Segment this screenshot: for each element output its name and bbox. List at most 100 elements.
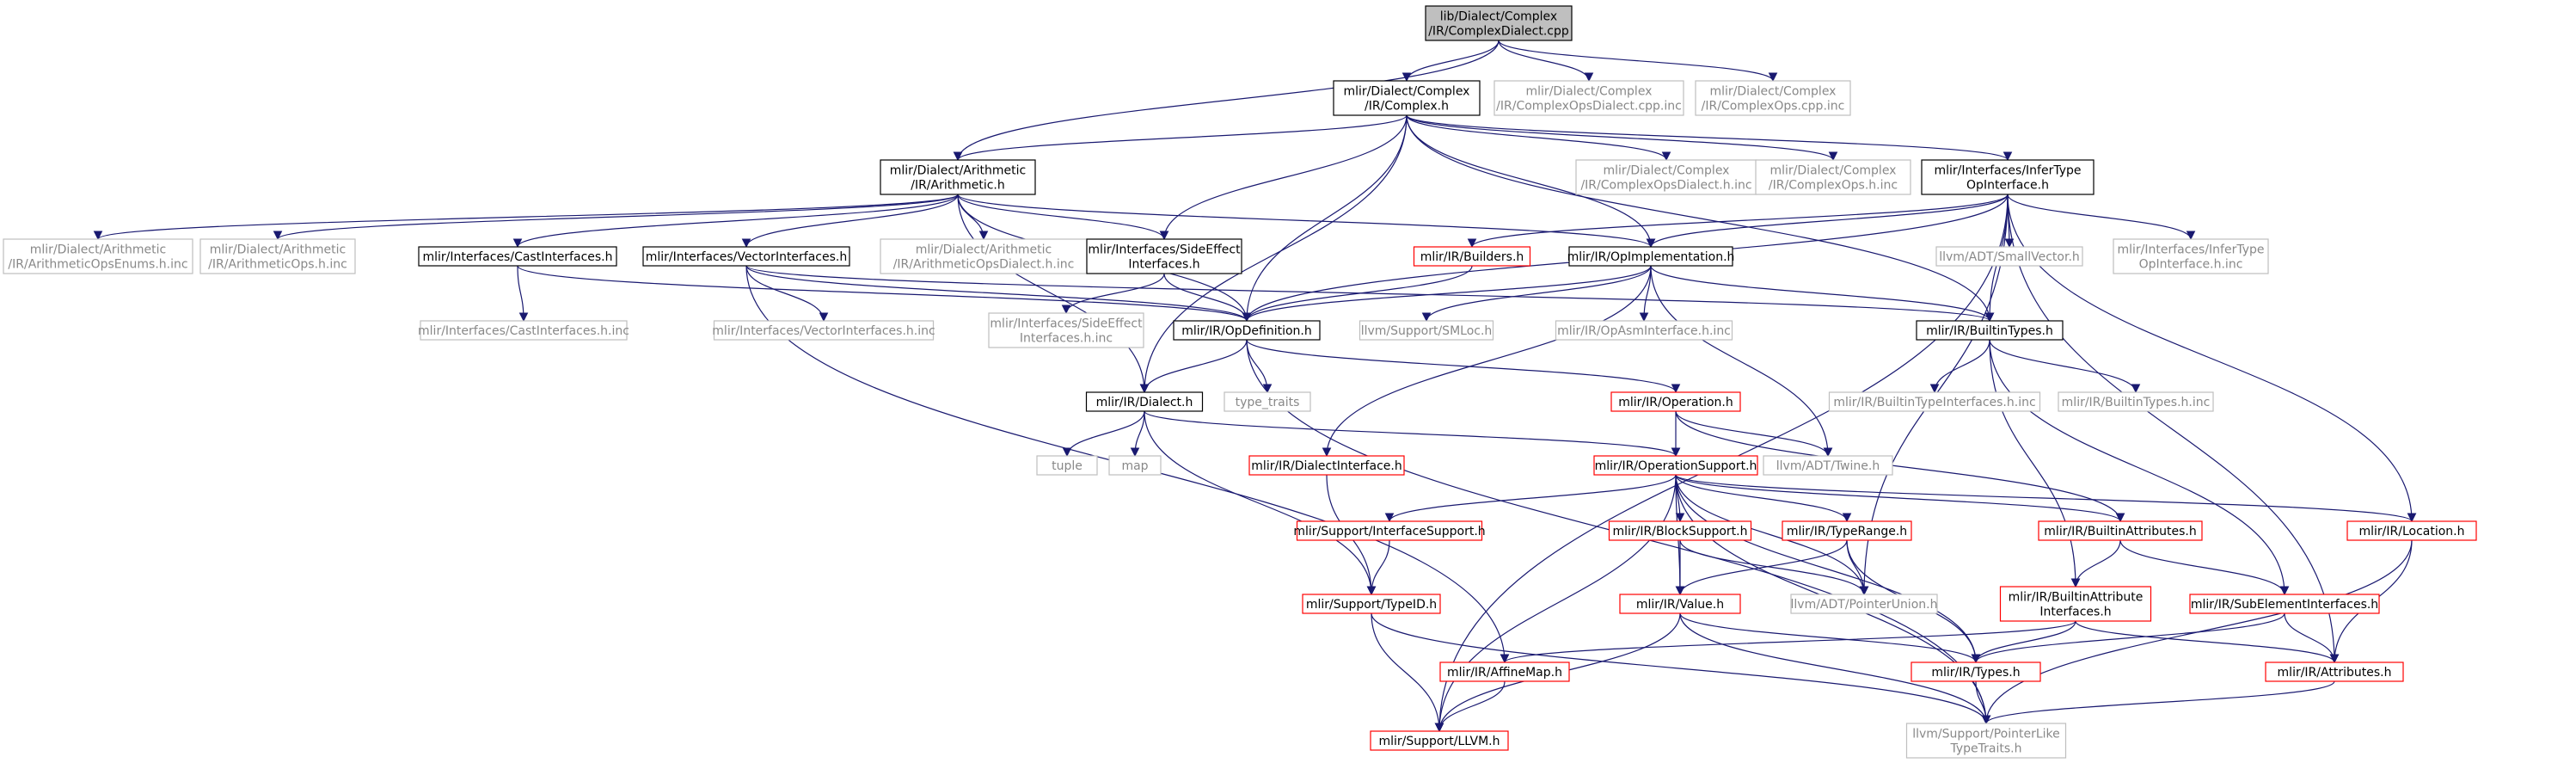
node-label: /IR/ComplexOps.cpp.inc — [1702, 100, 1845, 114]
edge-root-to-complex_h — [1401, 40, 1500, 83]
node-box — [2058, 391, 2214, 412]
node-box — [1085, 391, 1204, 412]
node-arith-dialect-inc[interactable]: mlir/Dialect/Arithmetic/IR/ArithmeticOps… — [880, 238, 1088, 274]
node-box — [199, 238, 356, 274]
node-arith-h[interactable]: mlir/Dialect/Arithmetic/IR/Arithmetic.h — [880, 159, 1036, 195]
node-label: mlir/IR/OperationSupport.h — [1595, 459, 1757, 473]
edge-vector_interfaces-to-op_definition — [745, 265, 1252, 323]
node-smloc[interactable]: llvm/Support/SMLoc.h — [1359, 320, 1494, 341]
node-type-traits[interactable]: type_traits — [1224, 391, 1311, 412]
node-op-impl[interactable]: mlir/IR/OpImplementation.h — [1567, 246, 1735, 267]
edge-op_impl-to-smloc — [1421, 265, 1652, 323]
node-label: mlir/IR/BuiltinTypes.h — [1926, 324, 2053, 338]
edge-op_definition-to-operation_h — [1246, 339, 1681, 394]
node-box — [1333, 80, 1481, 116]
node-op-asm-inc[interactable]: mlir/IR/OpAsmInterface.h.inc — [1555, 320, 1733, 341]
node-small-vector[interactable]: llvm/ADT/SmallVector.h — [1935, 246, 2083, 267]
edge-complex_h-to-arith_h — [953, 114, 1408, 162]
node-llvm-h[interactable]: mlir/Support/LLVM.h — [1370, 730, 1509, 751]
node-label: mlir/Dialect/Arithmetic — [890, 164, 1026, 178]
node-block-support[interactable]: mlir/IR/BlockSupport.h — [1608, 520, 1752, 541]
node-tuple[interactable]: tuple — [1036, 455, 1098, 476]
node-dialect-h[interactable]: mlir/IR/Dialect.h — [1085, 391, 1204, 412]
node-side-effect-inc[interactable]: mlir/Interfaces/SideEffectInterfaces.h.i… — [988, 312, 1144, 348]
node-vector-interfaces-inc[interactable]: mlir/Interfaces/VectorInterfaces.h.inc — [712, 320, 935, 341]
node-operation-support[interactable]: mlir/IR/OperationSupport.h — [1593, 455, 1758, 476]
node-type-range[interactable]: mlir/IR/TypeRange.h — [1782, 520, 1912, 541]
node-cast-interfaces[interactable]: mlir/Interfaces/CastInterfaces.h — [418, 246, 617, 267]
edge-op_impl-to-op_definition — [1242, 265, 1652, 323]
node-box — [2189, 594, 2380, 614]
node-arith-enums[interactable]: mlir/Dialect/Arithmetic/IR/ArithmeticOps… — [3, 238, 193, 274]
node-complex-h[interactable]: mlir/Dialect/Complex/IR/Complex.h — [1333, 80, 1481, 116]
node-label: mlir/Dialect/Arithmetic — [30, 243, 166, 257]
node-infer-type-inc[interactable]: mlir/Interfaces/InferTypeOpInterface.h.i… — [2113, 238, 2269, 274]
node-affine-map[interactable]: mlir/IR/AffineMap.h — [1439, 661, 1570, 682]
edge-side_effect-to-side_effect_inc — [1061, 273, 1165, 315]
node-box — [880, 159, 1036, 195]
edge-cast_interfaces-to-cast_interfaces_inc — [517, 265, 529, 323]
node-operation-h[interactable]: mlir/IR/Operation.h — [1610, 391, 1741, 412]
edge-complex_h-to-complex_ops_h_inc — [1406, 114, 1838, 162]
node-value-h[interactable]: mlir/IR/Value.h — [1619, 594, 1741, 614]
node-box — [2346, 520, 2477, 541]
node-builtin-attributes[interactable]: mlir/IR/BuiltinAttributes.h — [2038, 520, 2203, 541]
edges-layer — [93, 40, 2417, 733]
edge-complex_h-to-op_definition — [1242, 114, 1408, 323]
node-root[interactable]: lib/Dialect/Complex/IR/ComplexDialect.cp… — [1425, 5, 1573, 41]
node-twine[interactable]: llvm/ADT/Twine.h — [1763, 455, 1893, 476]
node-box — [418, 246, 617, 267]
node-location[interactable]: mlir/IR/Location.h — [2346, 520, 2477, 541]
node-label: /IR/ComplexOpsDialect.cpp.inc — [1496, 100, 1682, 114]
node-box — [1790, 594, 1938, 614]
node-box — [1370, 730, 1509, 751]
node-pointer-union[interactable]: llvm/ADT/PointerUnion.h — [1790, 594, 1938, 614]
node-box — [642, 246, 850, 267]
edge-builtin_types-to-builtin_type_interfaces_inc — [1929, 339, 1990, 394]
edge-infer_type-to-op_impl — [1646, 194, 2009, 249]
edge-builtin_types-to-builtin_attr_interfaces — [1989, 339, 2081, 588]
node-builders[interactable]: mlir/IR/Builders.h — [1413, 246, 1531, 267]
node-map[interactable]: map — [1108, 455, 1162, 476]
node-complex-ops-dialect-h-inc[interactable]: mlir/Dialect/Complex/IR/ComplexOpsDialec… — [1575, 159, 1757, 195]
node-complex-ops-cpp-inc[interactable]: mlir/Dialect/Complex/IR/ComplexOps.cpp.i… — [1695, 80, 1851, 116]
edge-block_support-to-pointer_union — [1679, 539, 1869, 596]
node-vector-interfaces[interactable]: mlir/Interfaces/VectorInterfaces.h — [642, 246, 850, 267]
node-box — [1763, 455, 1893, 476]
node-op-definition[interactable]: mlir/IR/OpDefinition.h — [1173, 320, 1321, 341]
node-sub-element[interactable]: mlir/IR/SubElementInterfaces.h — [2189, 594, 2380, 614]
node-box — [1555, 320, 1733, 341]
edge-arith_h-to-side_effect — [957, 194, 1169, 241]
node-builtin-type-interfaces-inc[interactable]: mlir/IR/BuiltinTypeInterfaces.h.inc — [1828, 391, 2041, 412]
node-box — [1619, 594, 1741, 614]
node-label: mlir/IR/OpAsmInterface.h.inc — [1557, 324, 1731, 338]
node-box — [1905, 723, 2067, 759]
edge-builtin_attr_interfaces-to-attributes_h — [2075, 620, 2340, 664]
node-box — [1413, 246, 1531, 267]
node-types-h[interactable]: mlir/IR/Types.h — [1911, 661, 2041, 682]
node-cast-interfaces-inc[interactable]: mlir/Interfaces/CastInterfaces.h.inc — [418, 320, 629, 341]
node-complex-ops-dialect-cpp-inc[interactable]: mlir/Dialect/Complex/IR/ComplexOpsDialec… — [1493, 80, 1684, 116]
node-arith-ops-inc[interactable]: mlir/Dialect/Arithmetic/IR/ArithmeticOps… — [199, 238, 356, 274]
node-label: map — [1121, 459, 1148, 473]
node-attributes-h[interactable]: mlir/IR/Attributes.h — [2265, 661, 2404, 682]
node-interface-support[interactable]: mlir/Support/InterfaceSupport.h — [1293, 520, 1486, 541]
edge-infer_type-to-infer_type_inc — [2007, 194, 2196, 241]
node-dialect-interface[interactable]: mlir/IR/DialectInterface.h — [1248, 455, 1405, 476]
node-builtin-types[interactable]: mlir/IR/BuiltinTypes.h — [1916, 320, 2064, 341]
edge-op_impl-to-dialect_interface — [1322, 265, 1652, 458]
edge-interface_support-to-type_id — [1366, 539, 1390, 596]
node-label: Interfaces.h.inc — [1020, 332, 1113, 346]
node-label: mlir/Dialect/Arithmetic — [210, 243, 346, 257]
node-complex-ops-h-inc[interactable]: mlir/Dialect/Complex/IR/ComplexOps.h.inc — [1755, 159, 1911, 195]
edge-value_h-to-types_h — [1679, 612, 1981, 664]
node-type-id[interactable]: mlir/Support/TypeID.h — [1302, 594, 1441, 614]
node-builtin-types-inc[interactable]: mlir/IR/BuiltinTypes.h.inc — [2058, 391, 2214, 412]
edge-affine_map-to-llvm_h — [1434, 680, 1506, 733]
node-box — [1359, 320, 1494, 341]
node-label: /IR/ComplexDialect.cpp — [1428, 25, 1569, 39]
